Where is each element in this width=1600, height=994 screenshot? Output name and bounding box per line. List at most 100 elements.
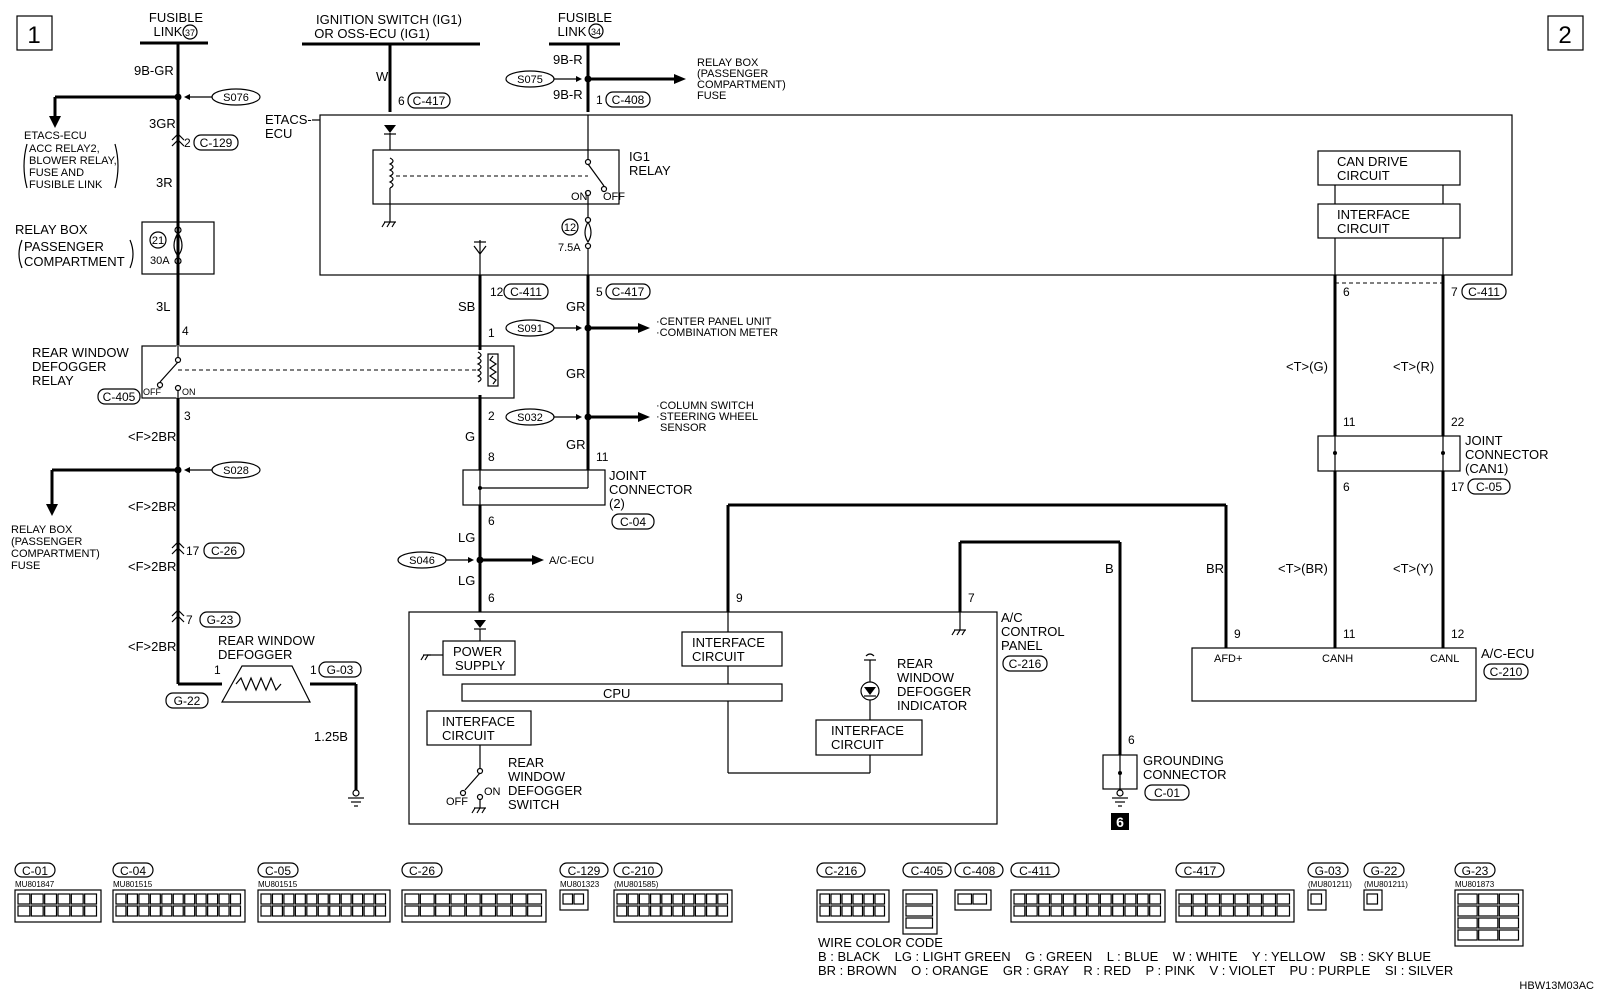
rear-window-defogger: REAR WINDOW DEFOGGER <box>218 633 316 703</box>
connector-view-code: G-22 <box>1371 864 1398 878</box>
etacs-ecu-ref: ETACS-ECU ACC RELAY2, BLOWER RELAY, FUSE… <box>23 130 119 191</box>
connector-view-part: MU801515 <box>113 880 153 889</box>
svg-text:REAR: REAR <box>897 656 933 671</box>
pin-6-ac-panel: 6 <box>488 591 495 605</box>
wire-t-br: <T>(BR) <box>1278 561 1328 576</box>
conn-c-01: C-01 <box>1154 786 1180 800</box>
connector-view-c-411: C-411 <box>1010 862 1166 923</box>
svg-text:COMPARTMENT): COMPARTMENT) <box>11 548 100 560</box>
svg-text:WINDOW: WINDOW <box>508 769 566 784</box>
pin-12-ac-ecu: 12 <box>1451 627 1465 641</box>
conn-c-129: C-129 <box>200 136 233 150</box>
wire-t-g: <T>(G) <box>1286 359 1328 374</box>
pin-9-ac-panel: 9 <box>736 591 743 605</box>
can-wires <box>1333 275 1445 648</box>
connector-views: C-01MU801847C-04MU801515C-05MU801515C-26… <box>14 862 1524 947</box>
svg-text:JOINT: JOINT <box>609 468 647 483</box>
svg-text:FUSIBLE: FUSIBLE <box>558 10 613 25</box>
svg-text:COMPARTMENT: COMPARTMENT <box>24 254 125 269</box>
connector-view-code: C-411 <box>1019 864 1051 878</box>
wire-b: B <box>1105 561 1114 576</box>
switch-on: ON <box>484 786 501 798</box>
ground-point-box <box>1111 813 1129 830</box>
pin-1-relay-coil: 1 <box>488 326 495 340</box>
connector-view-g-03: G-03(MU801211) <box>1307 862 1352 911</box>
connector-view-c-408: C-408 <box>954 862 1004 911</box>
svg-text:LINK: LINK <box>154 24 183 39</box>
conn-c-04: C-04 <box>620 515 646 529</box>
connector-view-c-216: C-216 <box>816 862 890 923</box>
joint-connector-can1-label: JOINT CONNECTOR (CAN1) <box>1465 433 1549 476</box>
svg-text:FUSIBLE LINK: FUSIBLE LINK <box>29 179 103 191</box>
page-number-right: 2 <box>1558 22 1571 49</box>
svg-text:RELAY: RELAY <box>32 373 74 388</box>
connector-view-code: C-408 <box>963 864 996 878</box>
svg-text:REAR: REAR <box>508 755 544 770</box>
pin-6-jc2: 6 <box>488 514 495 528</box>
wire-t-y: <T>(Y) <box>1393 561 1433 576</box>
ac-ecu <box>1191 647 1477 702</box>
svg-text:COMPARTMENT): COMPARTMENT) <box>697 79 786 91</box>
etacs-label-2: ECU <box>265 126 292 141</box>
defogger-power-wire <box>46 43 358 790</box>
ignition-switch: IGNITION SWITCH (IG1) OR OSS-ECU (IG1) <box>302 12 480 46</box>
svg-text:(PASSENGER: (PASSENGER <box>697 68 768 80</box>
can-interface-circuit <box>1317 203 1461 239</box>
pin-2-relay-coil: 2 <box>488 409 495 423</box>
svg-text:REAR WINDOW: REAR WINDOW <box>32 345 130 360</box>
pin-5-c417: 5 <box>596 285 603 299</box>
pin-7-c411: 7 <box>1451 285 1458 299</box>
connector-view-code: C-405 <box>911 864 944 878</box>
pin-22-can1: 22 <box>1451 415 1465 429</box>
connector-view-part: MU801873 <box>1455 880 1495 889</box>
ac-interface-circuit-2 <box>681 631 783 667</box>
pin-4: 4 <box>182 324 189 338</box>
cpu-label: CPU <box>603 686 630 701</box>
pin-6-c417: 6 <box>398 94 405 108</box>
svg-text:IGNITION SWITCH (IG1): IGNITION SWITCH (IG1) <box>316 12 462 27</box>
ig1-relay <box>372 149 620 205</box>
ac-interface-circuit-1 <box>426 710 532 746</box>
page-number-left: 1 <box>27 22 40 49</box>
splice-s028-label: S028 <box>223 465 249 477</box>
svg-text:RELAY: RELAY <box>629 163 671 178</box>
joint-connector-can1 <box>1317 435 1461 472</box>
wire-br: BR <box>1206 561 1224 576</box>
etacs-label-1: ETACS- <box>265 112 312 127</box>
defogger-indicator-label: REAR WINDOW DEFOGGER INDICATOR <box>897 656 971 713</box>
splice-s076-label: S076 <box>223 92 249 104</box>
svg-text:CONNECTOR: CONNECTOR <box>1465 447 1549 462</box>
svg-text:CIRCUIT: CIRCUIT <box>831 737 884 752</box>
connector-view-part: MU801847 <box>15 880 55 889</box>
conn-c-216: C-216 <box>1009 657 1042 671</box>
drawing-code: HBW13M03AC <box>1519 980 1594 992</box>
connector-view-part: MU801515 <box>258 880 298 889</box>
ig1-on: ON <box>571 191 588 203</box>
ground-point-number: 6 <box>1116 814 1124 830</box>
svg-text:DEFOGGER: DEFOGGER <box>508 783 582 798</box>
connector-view-c-417: C-417 <box>1175 862 1295 923</box>
svg-text:FUSE: FUSE <box>697 90 726 102</box>
connector-view-part: MU801323 <box>560 880 600 889</box>
conn-c-417-mid: C-417 <box>612 285 645 299</box>
br-wire <box>726 503 1228 648</box>
svg-text:RELAY BOX: RELAY BOX <box>11 524 73 536</box>
wire-sb: SB <box>458 299 475 314</box>
svg-text:GROUNDING: GROUNDING <box>1143 753 1224 768</box>
svg-text:CAN DRIVE: CAN DRIVE <box>1337 154 1408 169</box>
relay-off: OFF <box>143 387 161 397</box>
dest-combination-meter: ·COMBINATION METER <box>656 327 778 339</box>
wire-f2br-2: <F>2BR <box>128 499 176 514</box>
pin-11-ac-ecu: 11 <box>1343 627 1356 641</box>
connector-view-c-26: C-26 <box>401 862 547 923</box>
pin-11-jc2: 11 <box>596 450 609 464</box>
relay-box-label: RELAY BOX PASSENGER COMPARTMENT <box>15 222 134 269</box>
power-supply-box <box>442 640 516 676</box>
wire-9b-r-2: 9B-R <box>553 87 583 102</box>
svg-text:FUSIBLE: FUSIBLE <box>149 10 204 25</box>
svg-text:POWER: POWER <box>453 644 502 659</box>
wire-f2br-4: <F>2BR <box>128 639 176 654</box>
pin-12-c411: 12 <box>490 285 504 299</box>
pin-7-ac-panel: 7 <box>968 591 975 605</box>
